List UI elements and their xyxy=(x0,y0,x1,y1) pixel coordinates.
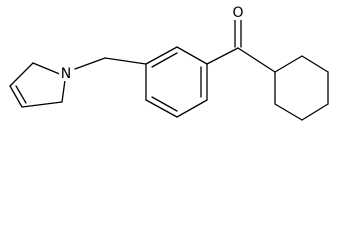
nitrogen-atom: N xyxy=(59,65,73,82)
oxygen-label: O xyxy=(232,5,243,21)
methylene-linker xyxy=(74,57,147,70)
carbonyl-group xyxy=(206,19,276,73)
chemical-structure: O N xyxy=(9,4,329,121)
oxygen-atom: O xyxy=(231,4,245,21)
nitrogen-label: N xyxy=(61,66,71,82)
cyclohexane-ring xyxy=(274,55,329,121)
benzene-ring xyxy=(145,46,208,118)
dihydropyrrole-ring xyxy=(9,62,66,108)
